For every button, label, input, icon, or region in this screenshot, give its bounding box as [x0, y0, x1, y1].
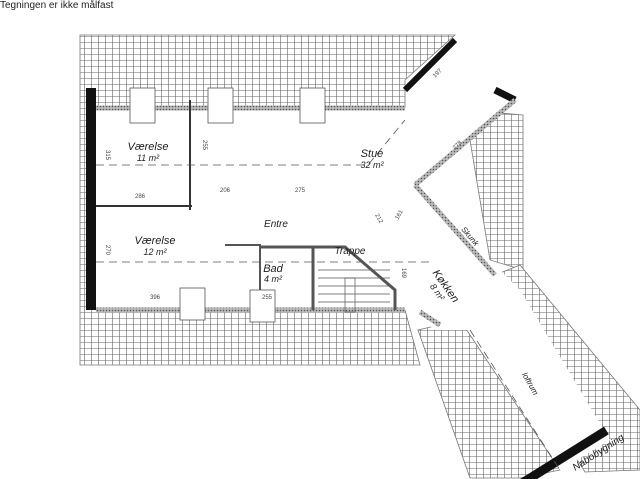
- dimension: 255: [262, 295, 273, 301]
- dimension: 161: [395, 209, 406, 221]
- party-wall-left: [86, 88, 96, 310]
- neighbor-wall: [510, 426, 609, 479]
- staircase: [318, 269, 390, 313]
- dimension: 169: [400, 268, 406, 279]
- room-vaerelse-11-area: 11 m²: [137, 153, 160, 163]
- room-vaerelse-11: Værelse: [128, 141, 169, 153]
- dimension: 270: [104, 245, 110, 256]
- room-vaerelse-12-area: 12 m²: [143, 247, 167, 257]
- ridge-lines: [96, 119, 561, 471]
- dimension-labels: 197 278 255 286 206 275 212 161 169 396 …: [104, 68, 464, 301]
- room-entre: Entre: [264, 219, 288, 230]
- roof-windows: [129, 87, 326, 323]
- room-bad: Bad: [263, 263, 283, 275]
- interior-floor: [96, 40, 610, 470]
- dimension: 278: [452, 140, 464, 152]
- dimension: 315: [104, 150, 110, 161]
- dimension: 206: [220, 188, 231, 194]
- room-bad-area: 4 m²: [264, 274, 283, 284]
- drawing-caption: Tegningen er ikke målfast: [0, 0, 117, 11]
- room-vaerelse-12: Værelse: [135, 235, 176, 247]
- room-stue-area: 32 m²: [360, 160, 384, 170]
- dimension: 286: [135, 194, 146, 200]
- room-trappe: Trappe: [335, 246, 366, 257]
- room-stue: Stue: [361, 148, 384, 160]
- dimension: 275: [295, 188, 306, 194]
- dimension: 197: [432, 68, 444, 80]
- dimension: 396: [150, 295, 161, 301]
- dimension: 255: [201, 140, 207, 151]
- dimension: 212: [373, 213, 384, 225]
